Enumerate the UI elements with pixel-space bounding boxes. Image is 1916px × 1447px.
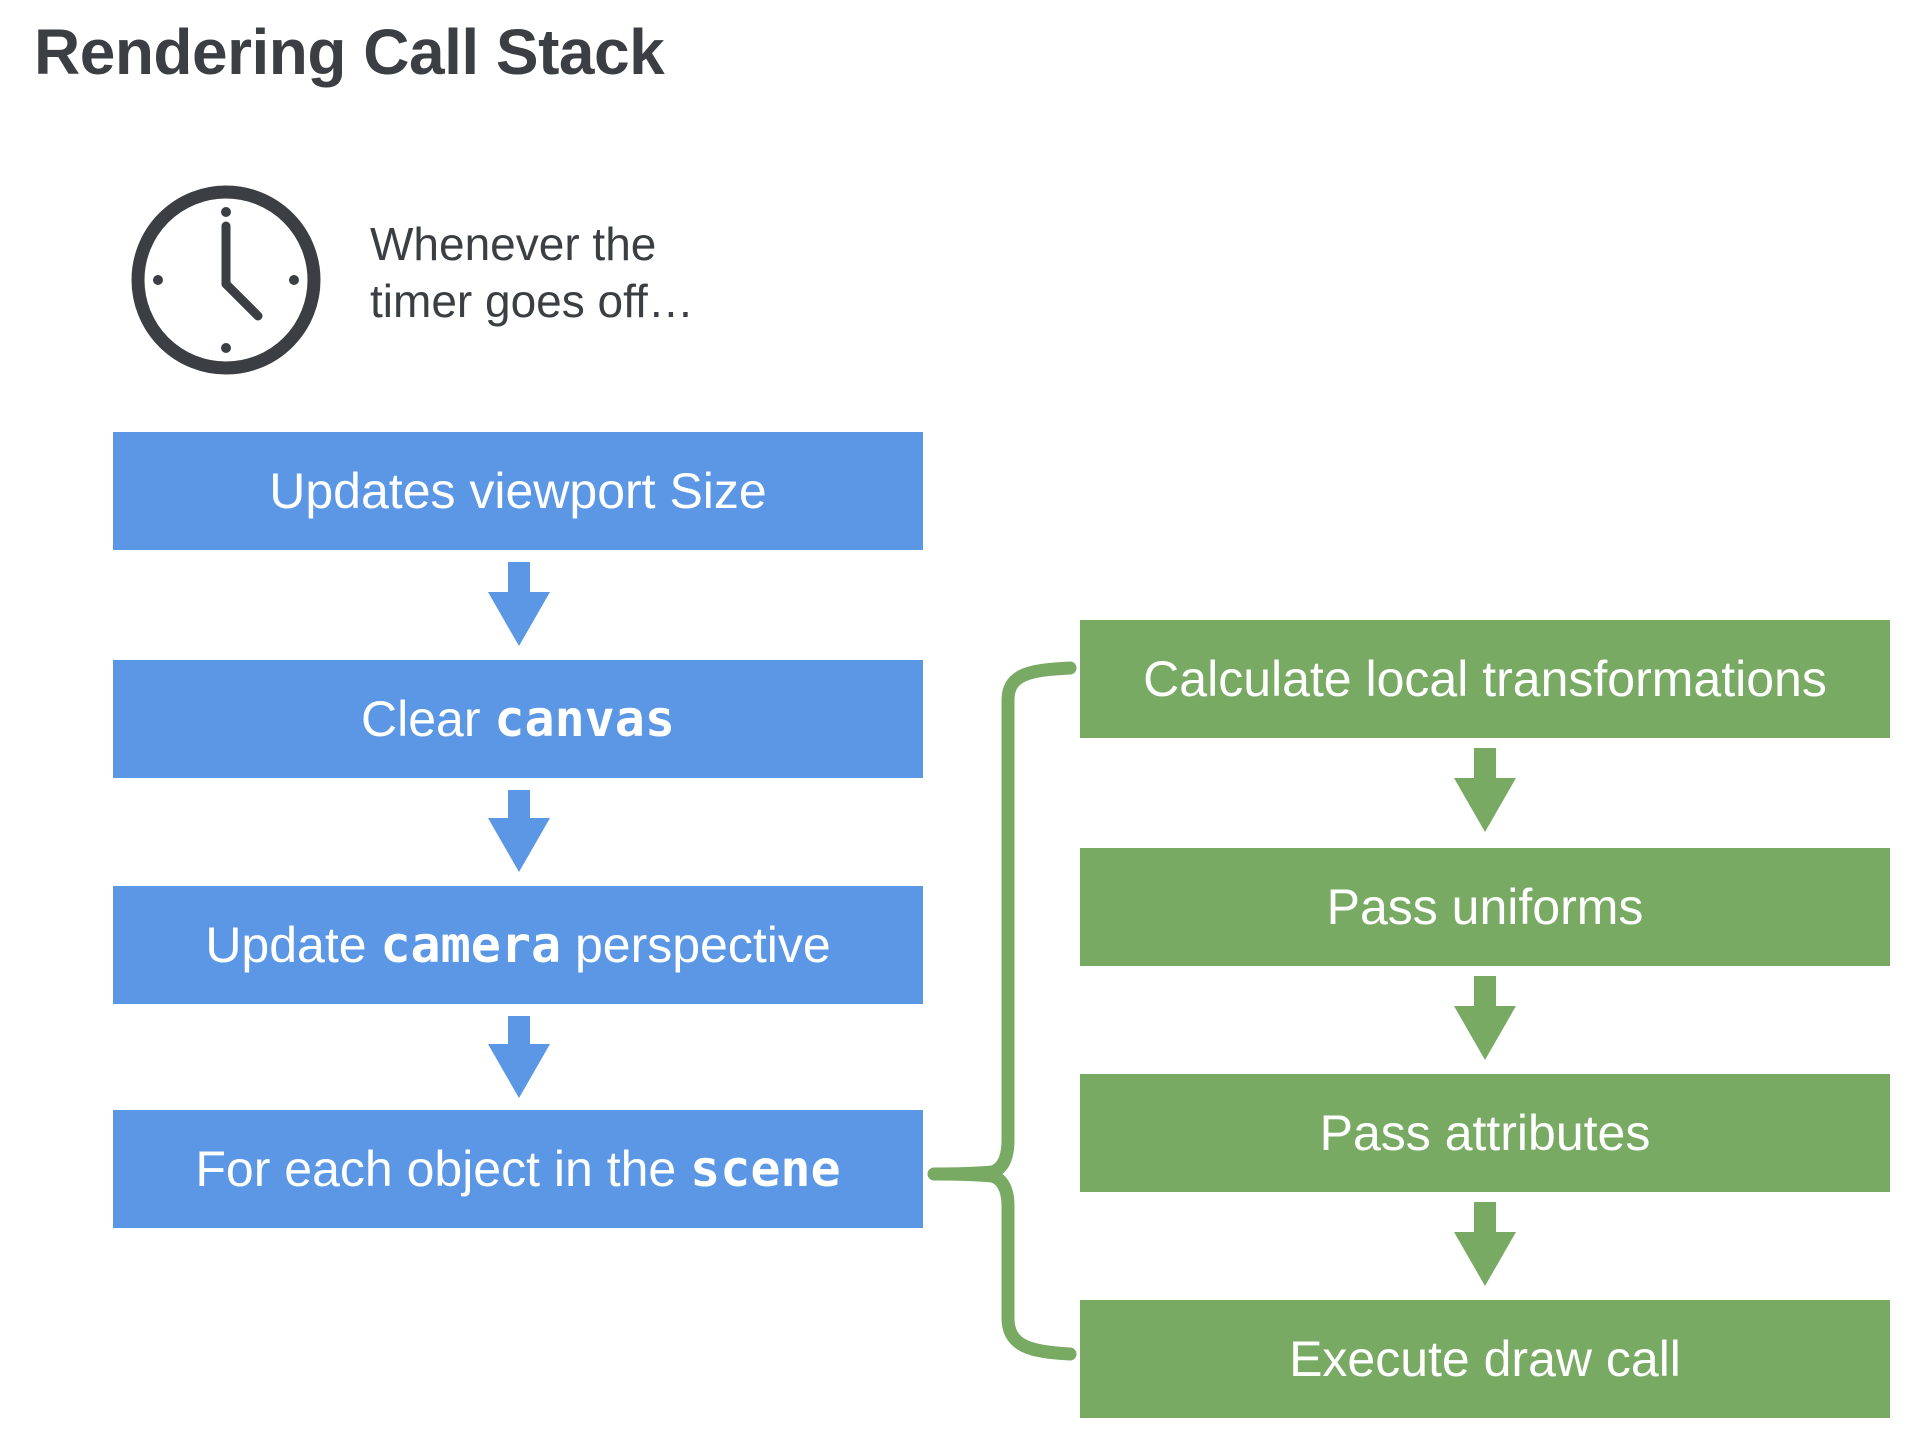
- step-update-camera-code: camera: [380, 916, 562, 974]
- page-title: Rendering Call Stack: [34, 16, 665, 88]
- timer-description: Whenever the timer goes off…: [370, 216, 790, 330]
- arrow-down-icon: [488, 562, 550, 646]
- arrow-down-icon: [488, 1016, 550, 1098]
- step-pass-uniforms-label: Pass uniforms: [1326, 879, 1644, 935]
- step-for-each-object-label: For each object in the: [195, 1141, 691, 1197]
- step-for-each-object-code: scene: [690, 1140, 841, 1198]
- arrow-down-icon: [1454, 976, 1516, 1060]
- step-update-viewport-label: Updates viewport Size: [269, 463, 767, 519]
- arrow-down-icon: [488, 790, 550, 872]
- step-clear-canvas: Clear canvas: [113, 660, 923, 778]
- step-execute-draw-call: Execute draw call: [1080, 1300, 1890, 1418]
- curly-bracket-icon: [927, 661, 1077, 1361]
- step-update-camera: Update camera perspective: [113, 886, 923, 1004]
- step-update-camera-label-post: perspective: [561, 917, 831, 973]
- timer-description-line-2: timer goes off…: [370, 275, 694, 327]
- step-clear-canvas-label: Clear: [361, 691, 495, 747]
- timer-description-line-1: Whenever the: [370, 218, 657, 270]
- step-update-camera-label-pre: Update: [205, 917, 381, 973]
- step-pass-attributes: Pass attributes: [1080, 1074, 1890, 1192]
- step-pass-uniforms: Pass uniforms: [1080, 848, 1890, 966]
- step-pass-attributes-label: Pass attributes: [1319, 1105, 1651, 1161]
- arrow-down-icon: [1454, 748, 1516, 832]
- step-execute-draw-call-label: Execute draw call: [1289, 1331, 1681, 1387]
- arrow-down-icon: [1454, 1202, 1516, 1286]
- step-update-viewport: Updates viewport Size: [113, 432, 923, 550]
- clock-icon: [131, 185, 321, 375]
- step-clear-canvas-code: canvas: [494, 690, 675, 748]
- step-for-each-object: For each object in the scene: [113, 1110, 923, 1228]
- step-calculate-transformations-label: Calculate local transformations: [1143, 651, 1827, 707]
- step-calculate-transformations: Calculate local transformations: [1080, 620, 1890, 738]
